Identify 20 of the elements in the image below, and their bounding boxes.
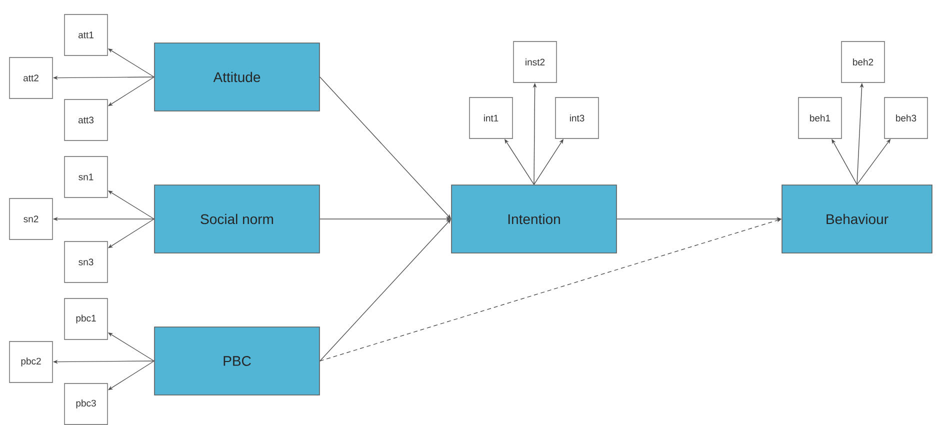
indicator-box: pbc2 bbox=[9, 341, 53, 383]
latent-box: Attitude bbox=[154, 42, 320, 112]
indicator-box: int3 bbox=[555, 97, 599, 139]
indicator-box: beh1 bbox=[798, 97, 842, 139]
indicator-box: pbc3 bbox=[64, 383, 108, 425]
latent-box: Intention bbox=[451, 184, 617, 254]
indicator-box: att2 bbox=[9, 57, 53, 99]
indicator-box: int1 bbox=[469, 97, 513, 139]
indicator-box: sn3 bbox=[64, 241, 108, 283]
latent-box: PBC bbox=[154, 326, 320, 396]
indicator-box: beh2 bbox=[841, 41, 885, 83]
indicator-box: att3 bbox=[64, 99, 108, 141]
indicator-box: sn1 bbox=[64, 156, 108, 198]
latent-box: Social norm bbox=[154, 184, 320, 254]
indicator-box: pbc1 bbox=[64, 298, 108, 340]
indicator-box: inst2 bbox=[513, 41, 557, 83]
indicator-box: beh3 bbox=[884, 97, 928, 139]
indicator-box: sn2 bbox=[9, 198, 53, 240]
latent-box: Behaviour bbox=[782, 184, 932, 254]
indicator-box: att1 bbox=[64, 14, 108, 56]
